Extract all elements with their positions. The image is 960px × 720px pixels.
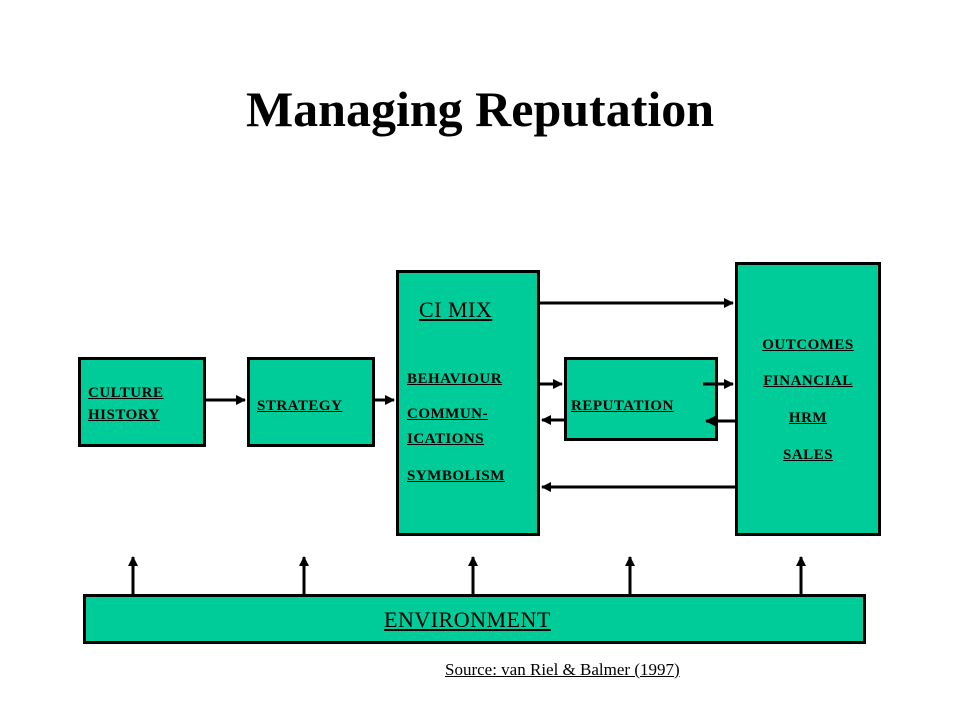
ci-mix-heading: CI MIX	[419, 297, 493, 322]
financial-label: FINANCIAL	[763, 373, 853, 389]
commun-label: COMMUN-	[407, 406, 488, 422]
outcomes-box: OUTCOMES FINANCIAL HRM SALES	[735, 262, 881, 536]
ications-label: ICATIONS	[407, 431, 485, 447]
reputation-label: REPUTATION	[571, 398, 674, 414]
outcomes-label: OUTCOMES	[762, 337, 854, 353]
hrm-label: HRM	[788, 410, 828, 426]
behaviour-label: BEHAVIOUR	[407, 371, 503, 387]
ci-mix-box: CI MIX BEHAVIOUR COMMUN- ICATIONS SYMBOL…	[396, 270, 540, 536]
symbolism-label: SYMBOLISM	[407, 468, 505, 484]
environment-box: ENVIRONMENT	[83, 594, 866, 644]
reputation-box: REPUTATION	[564, 357, 718, 441]
source-citation: Source: van Riel & Balmer (1997)	[445, 660, 680, 679]
history-label: HISTORY	[88, 407, 160, 423]
page-title: Managing Reputation	[245, 81, 715, 137]
strategy-label: STRATEGY	[257, 398, 343, 414]
culture-label: CULTURE	[88, 385, 164, 401]
culture-history-box: CULTURE HISTORY	[78, 357, 206, 447]
strategy-box: STRATEGY	[247, 357, 375, 447]
sales-label: SALES	[782, 447, 834, 463]
environment-label: ENVIRONMENT	[384, 607, 551, 632]
